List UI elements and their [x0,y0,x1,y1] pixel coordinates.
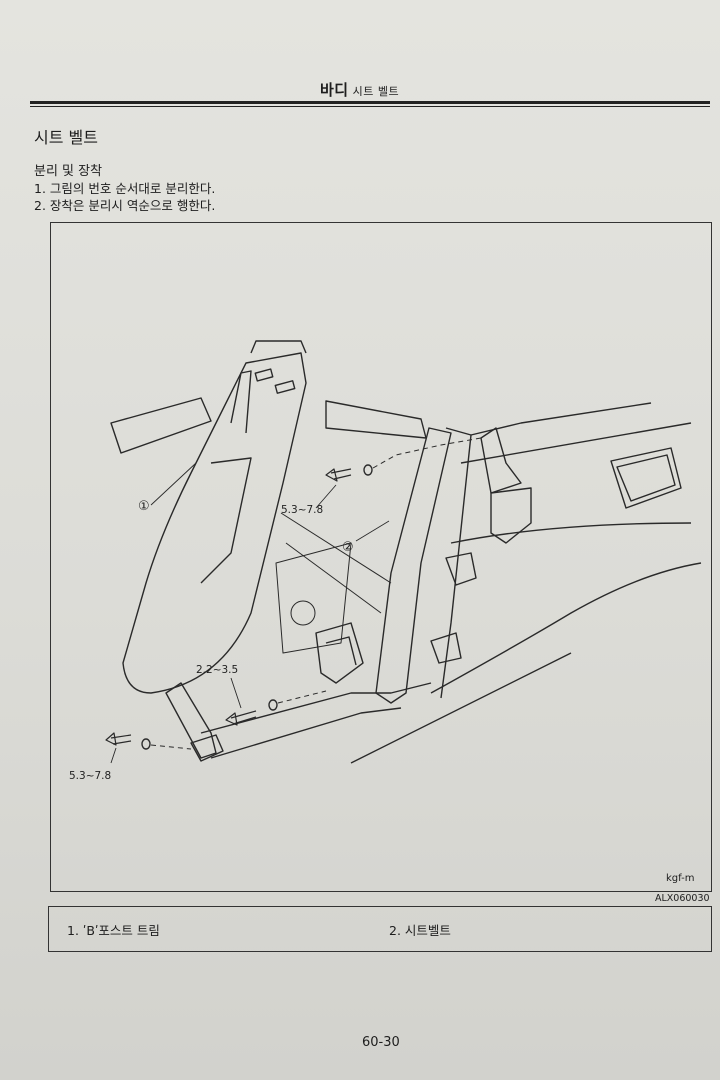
torque-label-lower: 5.3~7.8 [69,770,111,782]
callout-2: ② [342,540,354,555]
header-rule-thin [30,106,710,107]
header-rule-thick [30,101,710,104]
page-number: 60-30 [362,1035,400,1050]
legend-item-2: 2. 시트벨트 [389,923,451,938]
parts-legend: 1. ʹBʹ포스트 트림 2. 시트벨트 [48,906,712,952]
diagram-drawing: ① ② 5.3~7.8 2.2~3.5 5.3~7.8 [69,340,702,782]
figure-id: ALX060030 [655,893,710,904]
exploded-diagram: ① ② 5.3~7.8 2.2~3.5 5.3~7.8 [50,222,712,892]
callout-1: ① [138,499,150,514]
step-2: 2. 장착은 분리시 역순으로 행한다. [34,198,216,213]
torque-label-upper: 5.3~7.8 [281,504,323,516]
legend-item-1: 1. ʹBʹ포스트 트림 [67,923,160,938]
section-title: 시트 벨트 [34,128,98,147]
header-main: 바디 [320,81,349,99]
torque-label-middle: 2.2~3.5 [196,664,238,676]
torque-unit: kgf-m [666,873,695,884]
header-sub: 시트 벨트 [352,85,400,98]
step-1: 1. 그림의 번호 순서대로 분리한다. [34,181,216,196]
sub-title: 분리 및 장착 [34,164,103,179]
